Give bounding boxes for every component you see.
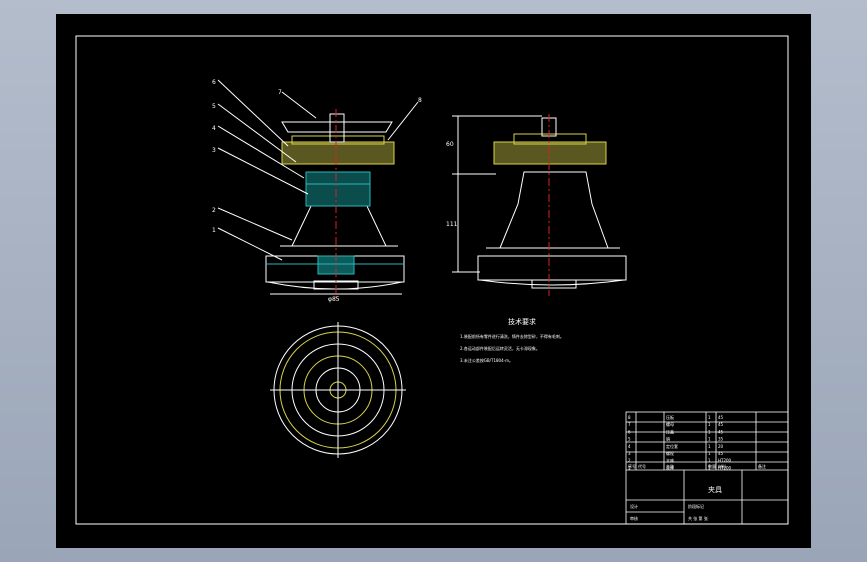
tb-sheet: 共 张 第 张 <box>688 515 708 521</box>
side-base <box>477 255 627 281</box>
parts-header-cell: 数量 <box>708 463 716 469</box>
balloon-8: 8 <box>418 97 422 104</box>
balloon-2: 2 <box>212 207 216 214</box>
parts-cell: 螺母 <box>666 421 674 427</box>
drawing-frame <box>75 35 789 525</box>
parts-cell: 1 <box>628 465 631 470</box>
parts-header-cell: 代号 <box>638 463 646 469</box>
leader-3b <box>217 147 309 195</box>
cover-top <box>291 135 385 145</box>
parts-cell: 45 <box>718 415 724 420</box>
base-block <box>265 255 405 283</box>
note-line-1: 1.装配前所有零件进行清洗，铸件去除型砂，不得有毛刺。 <box>460 333 564 339</box>
leader-6 <box>217 79 289 147</box>
parts-cell: 1 <box>708 465 711 470</box>
parts-cell: 销 <box>666 436 670 442</box>
parts-cell: 1 <box>708 415 711 420</box>
tb-scale-labels: 阶段标记 <box>688 503 704 509</box>
front-section-view <box>217 79 419 299</box>
main-dimension: φ85 <box>328 296 340 303</box>
parts-cell: 1 <box>708 437 711 442</box>
parts-cell: 6 <box>628 429 631 434</box>
pressing-plate <box>281 121 393 133</box>
parts-cell: 1 <box>708 458 711 463</box>
side-cover <box>493 141 607 165</box>
parts-cell: 3 <box>628 451 631 456</box>
parts-cell: 1 <box>708 444 711 449</box>
parts-cell: 7 <box>628 422 631 427</box>
parts-cell: 45 <box>718 422 724 427</box>
parts-cell: 1 <box>708 451 711 456</box>
drawing-sheet: 6 5 4 3 2 1 7 8 φ85 60 111 技术要求 1.装配前所有零… <box>56 14 811 548</box>
balloon-6: 6 <box>212 79 216 86</box>
parts-header-cell: 名称 <box>666 463 674 469</box>
parts-cell: 压板 <box>666 414 674 420</box>
pressing-cover <box>281 141 395 165</box>
side-support <box>499 171 609 249</box>
tb-label-design: 设计 <box>630 503 638 509</box>
side-dim-2: 111 <box>446 221 458 228</box>
leader-2 <box>217 207 293 241</box>
parts-cell: 8 <box>628 415 631 420</box>
parts-header-cell: 序号 <box>628 463 636 469</box>
title-block <box>625 411 789 525</box>
parts-list: 8 压板 1 45 7 螺母 1 45 6 压盖 1 45 5 销 1 35 4 定位套 1 20 3 螺栓 1 45 2 支座 1… <box>628 414 766 470</box>
drawing-canvas: 6 5 4 3 2 1 7 8 φ85 60 111 技术要求 1.装配前所有零… <box>75 35 789 525</box>
side-cover-top <box>513 133 587 145</box>
parts-cell: 1 <box>708 429 711 434</box>
parts-cell: 45 <box>718 451 724 456</box>
balloon-4: 4 <box>212 125 216 132</box>
base-arc <box>267 281 403 290</box>
locating-sleeve <box>305 171 371 207</box>
side-foot <box>531 279 577 289</box>
tb-label-review: 审核 <box>630 515 638 521</box>
parts-cell: 5 <box>628 437 631 442</box>
parts-cell: 定位套 <box>666 443 678 449</box>
note-line-3: 3.未注公差按GB/T1804-m。 <box>460 357 513 363</box>
title-block-frame <box>625 411 789 525</box>
parts-cell: 压盖 <box>666 428 674 434</box>
support-body <box>291 203 387 247</box>
parts-cell: 支座 <box>666 457 674 463</box>
leader-1 <box>217 227 283 261</box>
nut <box>329 113 345 143</box>
side-view <box>452 114 627 296</box>
balloon-7: 7 <box>278 89 282 96</box>
parts-cell: 45 <box>718 429 724 434</box>
side-dim-1: 60 <box>446 141 454 148</box>
note-line-2: 2.各运动部件装配后运转灵活，无卡滞现象。 <box>460 345 540 351</box>
parts-cell: 2 <box>628 458 631 463</box>
parts-cell: 20 <box>718 444 724 449</box>
top-view <box>270 322 406 458</box>
parts-cell: 1 <box>708 422 711 427</box>
parts-cell: 4 <box>628 444 631 449</box>
balloon-3: 3 <box>212 147 216 154</box>
parts-cell: HT200 <box>718 458 732 463</box>
leader-4 <box>217 125 305 179</box>
leader-5 <box>217 103 297 163</box>
parts-cell: HT200 <box>718 465 732 470</box>
parts-cell: 底座 <box>666 464 674 470</box>
parts-header-cell: 材料 <box>718 463 726 469</box>
notes-title: 技术要求 <box>508 317 536 326</box>
parts-cell: 35 <box>718 437 724 442</box>
balloon-5: 5 <box>212 103 216 110</box>
side-base-arc <box>479 279 625 286</box>
parts-cell: 螺栓 <box>666 450 674 456</box>
balloon-1: 1 <box>212 227 216 234</box>
drawing-name: 夹具 <box>708 485 722 494</box>
parts-header-cell: 备注 <box>758 463 766 469</box>
leader-8 <box>387 101 419 141</box>
leader-7 <box>281 91 317 119</box>
